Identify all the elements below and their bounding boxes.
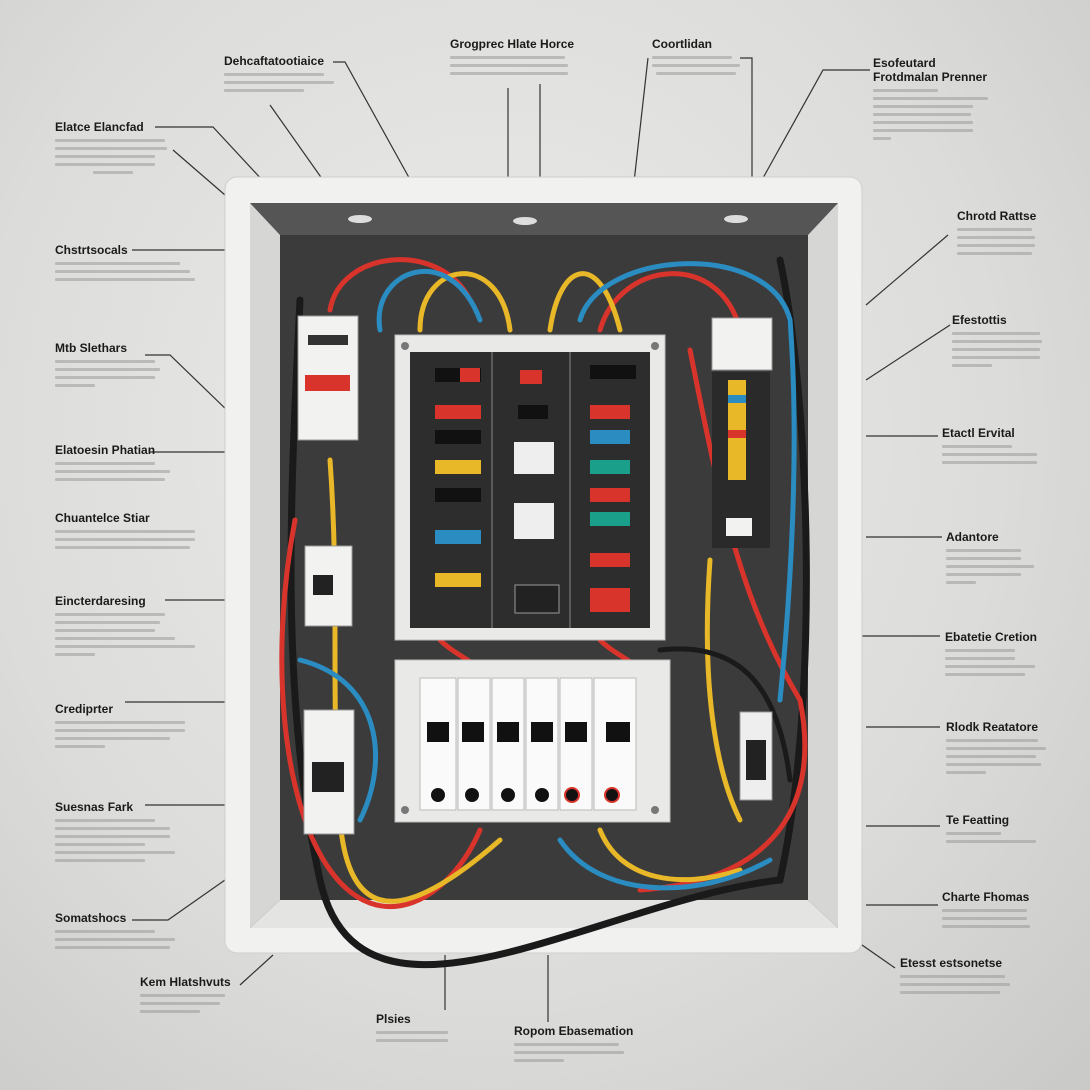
callout-description-placeholder [224, 73, 394, 92]
callout-title: Etesst estsonetse [900, 956, 1003, 970]
callout-left-3: Mtb Slethars [55, 341, 225, 392]
callout-top-1: Dehcaftatootiaice [224, 54, 394, 97]
callout-description-placeholder [55, 462, 225, 481]
callout-description-placeholder [55, 530, 225, 549]
breaker-switches [435, 365, 636, 614]
callout-title: Rlodk Reatatore [946, 720, 1039, 734]
side-breakers [297, 315, 773, 835]
callout-right-6: Rlodk Reatatore [946, 720, 1056, 779]
callout-left-2: Chstrtsocals [55, 243, 225, 286]
callout-description-placeholder [376, 1031, 466, 1042]
callout-right-8: Charte Fhomas [942, 890, 1042, 933]
callout-title: Somatshocs [55, 911, 127, 925]
callout-title: Etactl Ervital [942, 426, 1015, 440]
callout-bottom-2: Ropom Ebasemation [514, 1024, 644, 1067]
callout-title: Chstrtsocals [55, 243, 128, 257]
callout-left-8: Suesnas Fark [55, 800, 225, 867]
callout-title: Chuantelce Stiar [55, 511, 150, 525]
circuit-breakers [419, 677, 637, 811]
callout-title: Suesnas Fark [55, 800, 134, 814]
callout-description-placeholder [900, 975, 1020, 994]
callout-right-4: Adantore [946, 530, 1046, 589]
callout-right-7: Te Featting [946, 813, 1046, 848]
callout-left-5: Chuantelce Stiar [55, 511, 225, 554]
mounting-screws [401, 342, 659, 814]
callout-title: Ropom Ebasemation [514, 1024, 634, 1038]
panel-right-wall [808, 203, 838, 928]
callout-left-10: Kem Hlatshvuts [140, 975, 310, 1018]
callout-description-placeholder [946, 549, 1046, 584]
callout-title: Te Featting [946, 813, 1010, 827]
panel-top-wall [250, 203, 838, 235]
callout-title: Mtb Slethars [55, 341, 128, 355]
callout-title: Chrotd Rattse [957, 209, 1037, 223]
wiring [279, 256, 810, 969]
callout-left-1: Elatce Elancfad [55, 120, 225, 179]
callout-title: Coortlidan [652, 37, 712, 51]
callout-right-9: Etesst estsonetse [900, 956, 1020, 999]
callout-description-placeholder [957, 228, 1047, 255]
callout-title: Eincterdaresing [55, 594, 146, 608]
callout-title: Grogprec Hlate Horce [450, 37, 575, 51]
callout-top-3: Coortlidan [652, 37, 822, 80]
callout-title: Adantore [946, 530, 999, 544]
callout-right-3: Etactl Ervital [942, 426, 1042, 469]
callout-description-placeholder [55, 721, 225, 748]
callout-left-4: Elatoesin Phatian [55, 443, 225, 486]
callout-title: Elatce Elancfad [55, 120, 144, 134]
panel-left-wall [250, 203, 280, 928]
callout-description-placeholder [55, 139, 225, 174]
callout-description-placeholder [55, 613, 225, 656]
callout-left-7: Crediprter [55, 702, 225, 753]
callout-right-2: Efestottis [952, 313, 1047, 372]
callout-description-placeholder [55, 360, 225, 387]
callout-description-placeholder [514, 1043, 644, 1062]
callout-title: Ebatetie Cretion [945, 630, 1038, 644]
callout-title: Dehcaftatootiaice [224, 54, 325, 68]
callout-right-1: Chrotd Rattse [957, 209, 1047, 260]
callout-left-9: Somatshocs [55, 911, 225, 954]
callout-title: Kem Hlatshvuts [140, 975, 231, 989]
callout-bottom-1: Plsies [376, 1012, 466, 1047]
callout-description-placeholder [942, 909, 1042, 928]
callout-description-placeholder [450, 56, 620, 75]
callout-description-placeholder [946, 739, 1056, 774]
callout-top-4: Esofeutard Frotdmalan Prenner [873, 56, 993, 145]
callout-title: Efestottis [952, 313, 1007, 327]
panel-light [513, 217, 537, 225]
callout-title: Plsies [376, 1012, 411, 1026]
callout-right-5: Ebatetie Cretion [945, 630, 1055, 681]
callout-description-placeholder [55, 819, 225, 862]
callout-description-placeholder [55, 930, 225, 949]
panel-light [724, 215, 748, 223]
callout-description-placeholder [952, 332, 1047, 367]
callout-top-2: Grogprec Hlate Horce [450, 37, 620, 80]
callout-title: Crediprter [55, 702, 114, 716]
callout-description-placeholder [140, 994, 310, 1013]
callout-description-placeholder [946, 832, 1046, 843]
callout-title: Esofeutard Frotdmalan Prenner [873, 56, 988, 84]
callout-left-6: Eincterdaresing [55, 594, 225, 661]
callout-description-placeholder [55, 262, 225, 281]
callout-title: Charte Fhomas [942, 890, 1030, 904]
callout-description-placeholder [942, 445, 1042, 464]
callout-description-placeholder [873, 89, 993, 140]
panel-light [348, 215, 372, 223]
callout-description-placeholder [945, 649, 1055, 676]
callout-title: Elatoesin Phatian [55, 443, 156, 457]
callout-description-placeholder [652, 56, 822, 75]
